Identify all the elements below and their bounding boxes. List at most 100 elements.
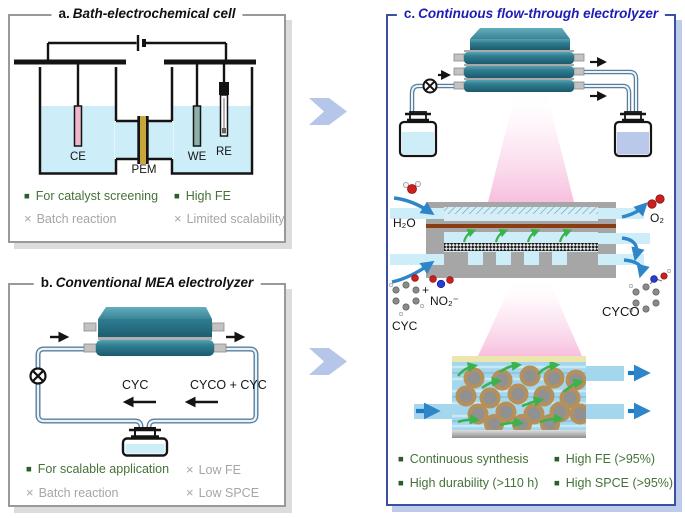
catalyst-particles [455, 365, 586, 430]
substrate-layer [452, 430, 586, 438]
serpentine-teeth [468, 252, 567, 265]
we-label: WE [188, 151, 207, 163]
mea-stack [83, 307, 227, 356]
product-bottle [613, 111, 653, 158]
con-bullet-icon: × [174, 211, 182, 226]
pro-bullet-icon: ■ [398, 454, 404, 465]
panel-c-title: c.Continuous flow-through electrolyzer [396, 6, 666, 21]
water-molecule [402, 180, 421, 194]
pro-item: ■High SPCE (>95%) [554, 476, 674, 490]
con-bullet-icon: × [24, 211, 32, 226]
cyc-inlet-channel [390, 254, 444, 265]
panel-a-notes: ■For catalyst screening ■High FE ×Batch … [10, 186, 285, 230]
flow-stack [453, 28, 585, 92]
panel-a-title-text: Bath-electrochemical cell [72, 6, 236, 21]
con-bullet-icon: × [186, 462, 194, 477]
pem-label: PEM [132, 164, 157, 176]
light-beam-upper [488, 90, 574, 202]
water-label: H₂O [393, 216, 416, 230]
panel-b-label: b. [40, 275, 53, 290]
feed-bottle [398, 111, 438, 158]
flow-electrolyzer-diagram: H₂O O₂ CYC + NO₂⁻ CYCO [388, 28, 671, 438]
plus-sign: + [422, 283, 429, 297]
microchannel-view [414, 356, 651, 438]
cyco-label: CYCO [602, 304, 640, 319]
panel-continuous-flow-electrolyzer: c.Continuous flow-through electrolyzer [386, 6, 676, 506]
counter-electrode [73, 105, 83, 147]
con-item: ×Low FE [186, 462, 241, 477]
membrane-layer [426, 224, 616, 228]
catalyst-mesh-electrode [444, 243, 598, 251]
panel-conventional-mea-electrolyzer: b.Conventional MEA electrolyzer [8, 275, 286, 507]
con-bullet-icon: × [186, 485, 194, 500]
circuit-wires [46, 41, 228, 106]
panel-a-title: a.Bath-electrochemical cell [51, 6, 243, 21]
con-item: ×Limited scalability [174, 211, 285, 226]
con-item: ×Batch reaction [24, 211, 117, 226]
pem-membrane [137, 116, 149, 164]
anode-layer [444, 207, 598, 214]
light-beam-lower [478, 278, 582, 356]
pro-item: ■For scalable application [26, 462, 170, 476]
pro-item: ■High FE (>95%) [554, 452, 656, 466]
pump-icon [29, 367, 47, 385]
cyc-label: CYC [392, 319, 418, 333]
channel-outlet-bottom [586, 404, 624, 419]
panel-c-notes: ■Continuous synthesis ■High FE (>95%) ■H… [388, 448, 674, 495]
recirculation-tubing [35, 346, 259, 435]
stack-port [83, 343, 97, 353]
cyc-molecule [388, 274, 424, 316]
stack-port [83, 322, 97, 332]
cyco-outlet-channel [598, 254, 644, 265]
panel-b-title: b.Conventional MEA electrolyzer [33, 275, 261, 290]
flow-arrows [438, 57, 607, 101]
channel-outlet-top [586, 366, 624, 381]
nitrite-label: NO₂⁻ [430, 294, 459, 308]
battery-icon [136, 35, 146, 51]
oxygen-label: O₂ [650, 211, 664, 225]
flow-stack-loop [398, 28, 653, 158]
window-layer [452, 356, 586, 362]
pro-bullet-icon: ■ [554, 478, 560, 489]
pro-bullet-icon: ■ [554, 454, 560, 465]
con-item: ×Low SPCE [186, 485, 260, 500]
channel-flow-arrows [416, 364, 651, 420]
panel-c-label: c. [403, 6, 416, 21]
inlet-stream-label: CYC [122, 378, 148, 392]
pro-bullet-icon: ■ [26, 464, 32, 475]
pro-bullet-icon: ■ [398, 478, 404, 489]
stack-port [213, 343, 227, 353]
panel-b-notes: ■For scalable application ×Low FE ×Batch… [10, 459, 284, 504]
stack-port [211, 322, 225, 332]
catalyst-activity-arrows [462, 229, 573, 243]
pump-icon [422, 78, 438, 94]
con-bullet-icon: × [26, 485, 34, 500]
pro-bullet-icon: ■ [24, 191, 30, 202]
panel-bath-electrochemical-cell: a.Bath-electrochemical cell [8, 6, 286, 243]
con-item: ×Batch reaction [26, 485, 119, 500]
microflow-arrows [456, 362, 585, 428]
reference-electrode [219, 82, 229, 137]
stream-arrows [391, 196, 650, 284]
ce-label: CE [70, 151, 86, 163]
water-inlet-channel [390, 208, 446, 219]
transition-arrow-a-to-c [309, 98, 347, 125]
h-cell-diagram: CE PEM WE RE [14, 35, 256, 176]
panel-b-title-text: Conventional MEA electrolyzer [55, 275, 254, 290]
pro-item: ■Continuous synthesis [398, 452, 529, 466]
re-label: RE [216, 146, 232, 158]
panel-a-label: a. [58, 6, 70, 21]
cell-cross-section [390, 202, 650, 278]
pro-bullet-icon: ■ [174, 191, 180, 202]
pro-item: ■For catalyst screening [24, 189, 159, 203]
working-electrode [192, 105, 202, 147]
panel-c-title-text: Continuous flow-through electrolyzer [418, 6, 659, 21]
oxygen-outlet-channel [598, 208, 644, 219]
transition-arrow-b-to-c [309, 348, 347, 375]
cyco-molecule [629, 269, 671, 313]
pro-item: ■High durability (>110 h) [398, 476, 539, 490]
flow-arrows [50, 331, 246, 408]
nitrite-molecule [429, 275, 454, 289]
reservoir-bottle [121, 427, 169, 457]
outlet-stream-label: CYCO + CYC [190, 378, 267, 392]
